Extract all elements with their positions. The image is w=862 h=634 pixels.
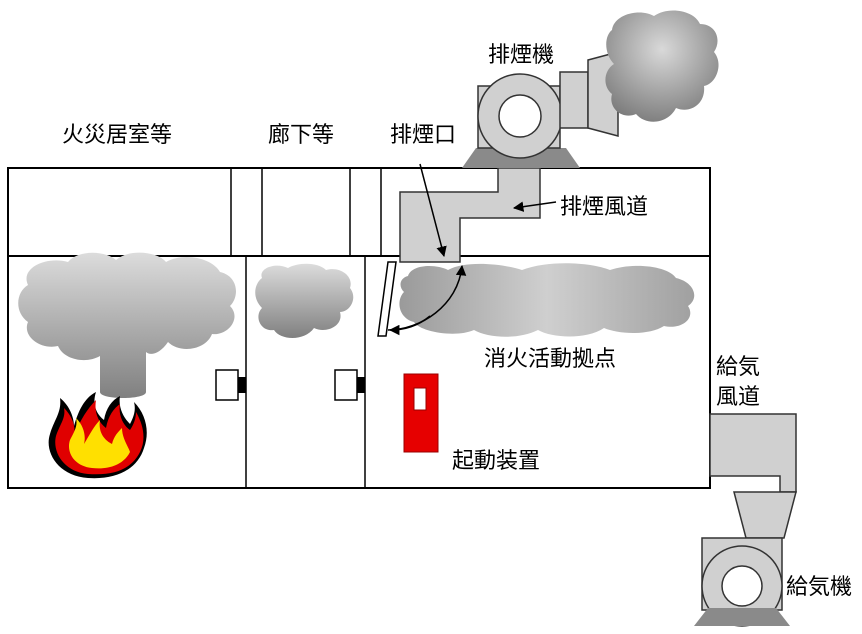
arrow-exhaust-duct xyxy=(512,201,557,212)
smoke-outlet-damper xyxy=(377,261,397,337)
label-exhaust-duct: 排煙風道 xyxy=(560,195,648,220)
label-supply-fan: 給気機 xyxy=(786,575,852,600)
smoke-cloud-fire-room xyxy=(18,252,236,398)
label-activation-device: 起動装置 xyxy=(452,449,540,474)
wall-device-corridor xyxy=(334,369,365,401)
wall-device-fire-room xyxy=(215,369,246,401)
arrows xyxy=(387,163,557,336)
label-supply-duct-1: 給気 xyxy=(716,355,760,380)
label-firefighting-base: 消火活動拠点 xyxy=(484,347,616,372)
supply-fan xyxy=(694,537,790,627)
label-supply-duct-2: 風道 xyxy=(716,385,760,410)
label-smoke-outlet: 排煙口 xyxy=(390,123,456,148)
fire-icon xyxy=(48,392,147,479)
activation-device xyxy=(403,373,439,453)
exhaust-fan xyxy=(477,51,619,159)
arrow-damper-swing-start xyxy=(388,315,431,336)
label-fire-room: 火災居室等 xyxy=(62,123,172,148)
ceiling-space xyxy=(7,167,711,257)
label-corridor: 廊下等 xyxy=(268,123,334,148)
smoke-cloud-firefighting-base xyxy=(399,263,695,337)
label-exhaust-fan: 排煙機 xyxy=(488,43,554,68)
supply-duct xyxy=(709,413,797,539)
arrow-smoke-outlet xyxy=(419,163,447,258)
smoke-cloud-exhaust xyxy=(605,10,719,122)
smoke-cloud-corridor xyxy=(255,263,354,338)
